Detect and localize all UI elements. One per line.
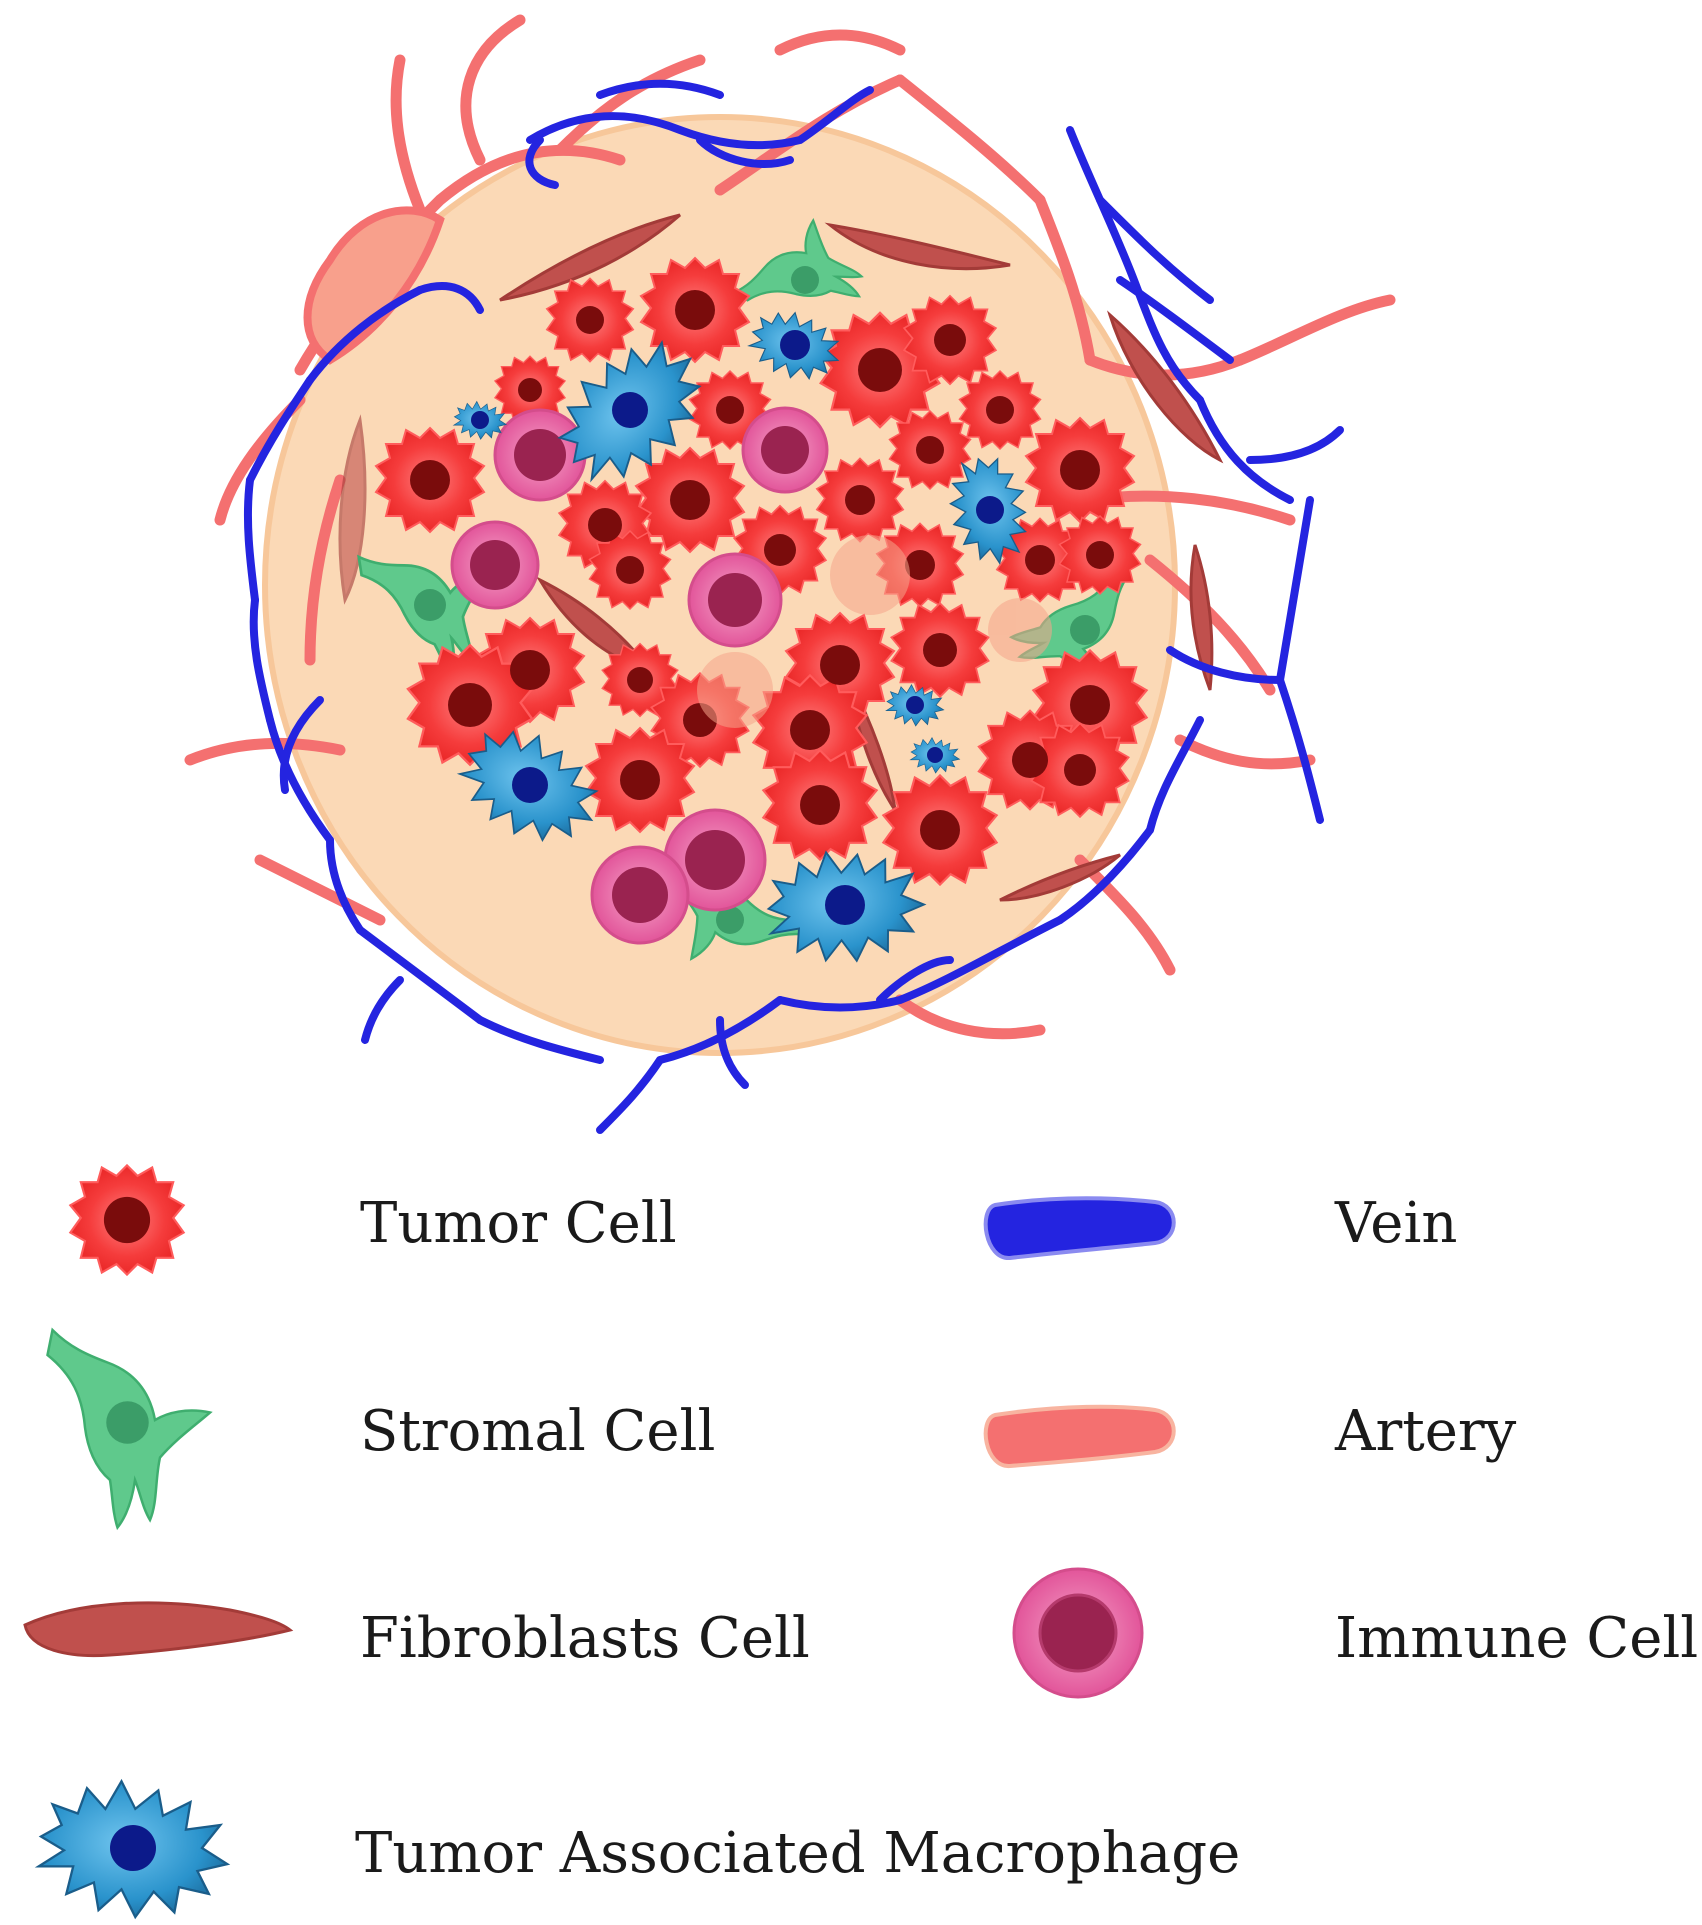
- legend-label-tumor-cell: Tumor Cell: [360, 1191, 677, 1256]
- legend-item-tumor-associated-macrophage: Tumor Associated Macrophage: [37, 1780, 1240, 1919]
- fibroblast-icon: [23, 1601, 294, 1658]
- faded-cells: [697, 535, 1052, 728]
- legend-item-fibroblasts-cell: Fibroblasts Cell: [23, 1601, 810, 1671]
- fibroblast-cells: [338, 213, 1224, 902]
- legend-item-tumor-cell: Tumor Cell: [69, 1164, 677, 1276]
- legend-label-artery: Artery: [1334, 1399, 1517, 1464]
- vein-icon: [983, 1196, 1176, 1260]
- legend-label-tumor-associated-macrophage: Tumor Associated Macrophage: [355, 1821, 1240, 1886]
- tumor-nuclei: [410, 290, 1114, 850]
- macrophage-icon: [37, 1780, 229, 1919]
- stromal-nuclei: [414, 266, 1100, 934]
- legend-label-immune-cell: Immune Cell: [1335, 1606, 1698, 1671]
- legend-item-immune-cell: Immune Cell: [1012, 1567, 1698, 1699]
- tumor-cross-section: [184, 14, 1396, 1134]
- legend: Tumor Cell Vein Stromal Cell Artery Fibr…: [23, 1164, 1698, 1919]
- artery-wide: [303, 206, 445, 365]
- tumor-cell-icon: [69, 1164, 185, 1276]
- legend-label-stromal-cell: Stromal Cell: [360, 1399, 715, 1464]
- immune-cell-icon: [1012, 1567, 1144, 1699]
- legend-item-artery: Artery: [983, 1399, 1517, 1468]
- artery-icon: [983, 1404, 1176, 1468]
- legend-label-vein: Vein: [1334, 1191, 1457, 1256]
- macrophage-nuclei: [471, 330, 1004, 925]
- legend-label-fibroblasts-cell: Fibroblasts Cell: [360, 1606, 810, 1671]
- immune-cells: [450, 406, 829, 945]
- veins: [243, 79, 1344, 1134]
- legend-item-stromal-cell: Stromal Cell: [46, 1328, 715, 1529]
- legend-item-vein: Vein: [983, 1191, 1457, 1260]
- stromal-cell-icon: [46, 1328, 212, 1529]
